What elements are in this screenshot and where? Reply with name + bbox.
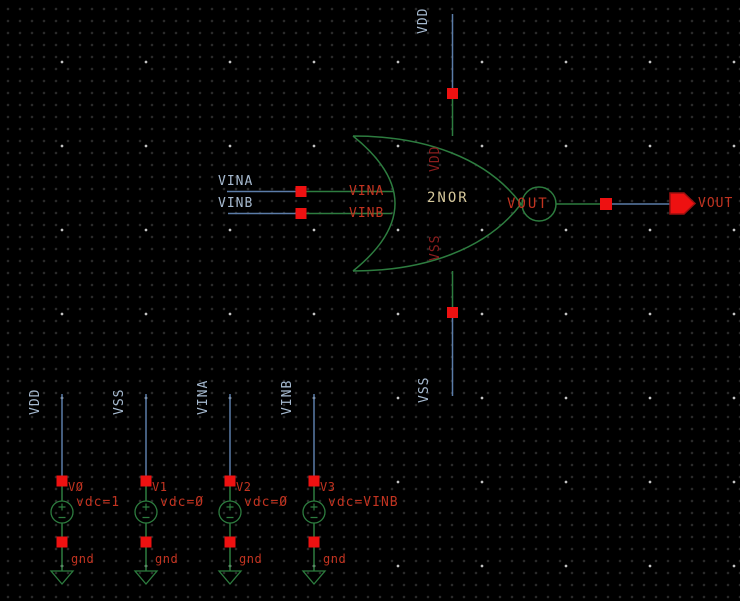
param-vdc-v3: vdc=VINB — [328, 495, 399, 510]
nor-gate-outline[interactable] — [352, 135, 522, 272]
gate-pin-label-vdd: VDD — [428, 145, 443, 172]
pin-square-v0-plus[interactable] — [56, 475, 68, 487]
pin-square-v2-plus[interactable] — [224, 475, 236, 487]
pin-square-ina[interactable] — [295, 186, 307, 197]
gnd-label-v2: gnd — [239, 552, 263, 566]
pin-square-v3-minus[interactable] — [308, 536, 320, 548]
net-label-vss-bottom: VSS — [417, 376, 432, 403]
src-net-label-vss: VSS — [112, 388, 127, 415]
net-label-vina: VINA — [218, 174, 254, 189]
vsource-polarity-v2 — [226, 503, 234, 519]
gnd-label-v0: gnd — [71, 552, 95, 566]
ground-symbol-v0[interactable] — [49, 570, 75, 586]
output-port-arrow[interactable] — [669, 192, 697, 215]
ground-symbol-v3[interactable] — [301, 570, 327, 586]
instance-name-v3: V3 — [320, 480, 336, 494]
vsource-polarity-v0 — [58, 503, 66, 519]
src-net-label-vdd: VDD — [28, 388, 43, 415]
gnd-label-v1: gnd — [155, 552, 179, 566]
pin-square-vdd[interactable] — [447, 88, 458, 99]
net-label-vinb: VINB — [218, 196, 254, 211]
param-vdc-v0: vdc=1 — [76, 495, 121, 510]
pin-square-v2-minus[interactable] — [224, 536, 236, 548]
gate-instance-name: 2NOR — [427, 190, 469, 206]
instance-name-v1: V1 — [152, 480, 168, 494]
gate-pin-label-inb: VINB — [349, 206, 385, 221]
vsource-polarity-v3 — [310, 503, 318, 519]
pin-square-v1-minus[interactable] — [140, 536, 152, 548]
net-label-vdd-top: VDD — [416, 7, 431, 34]
pin-square-inb[interactable] — [295, 208, 307, 219]
pin-square-v1-plus[interactable] — [140, 475, 152, 487]
param-vdc-v2: vdc=Ø — [244, 495, 289, 510]
ground-symbol-v1[interactable] — [133, 570, 159, 586]
pin-square-vss[interactable] — [447, 307, 458, 318]
gate-pin-label-ina: VINA — [349, 184, 385, 199]
param-vdc-v1: vdc=Ø — [160, 495, 205, 510]
output-port-label: VOUT — [698, 196, 734, 211]
vsource-polarity-v1 — [142, 503, 150, 519]
ground-symbol-v2[interactable] — [217, 570, 243, 586]
src-net-label-vinb: VINB — [280, 379, 295, 415]
pin-square-v3-plus[interactable] — [308, 475, 320, 487]
pin-square-v0-minus[interactable] — [56, 536, 68, 548]
gnd-label-v3: gnd — [323, 552, 347, 566]
instance-name-v2: V2 — [236, 480, 252, 494]
pin-square-out[interactable] — [600, 198, 612, 210]
src-net-label-vina: VINA — [196, 379, 211, 415]
gate-pin-label-vss: VSS — [428, 234, 443, 261]
instance-name-v0: VØ — [68, 480, 84, 494]
gate-pin-label-out: VOUT — [507, 196, 549, 212]
